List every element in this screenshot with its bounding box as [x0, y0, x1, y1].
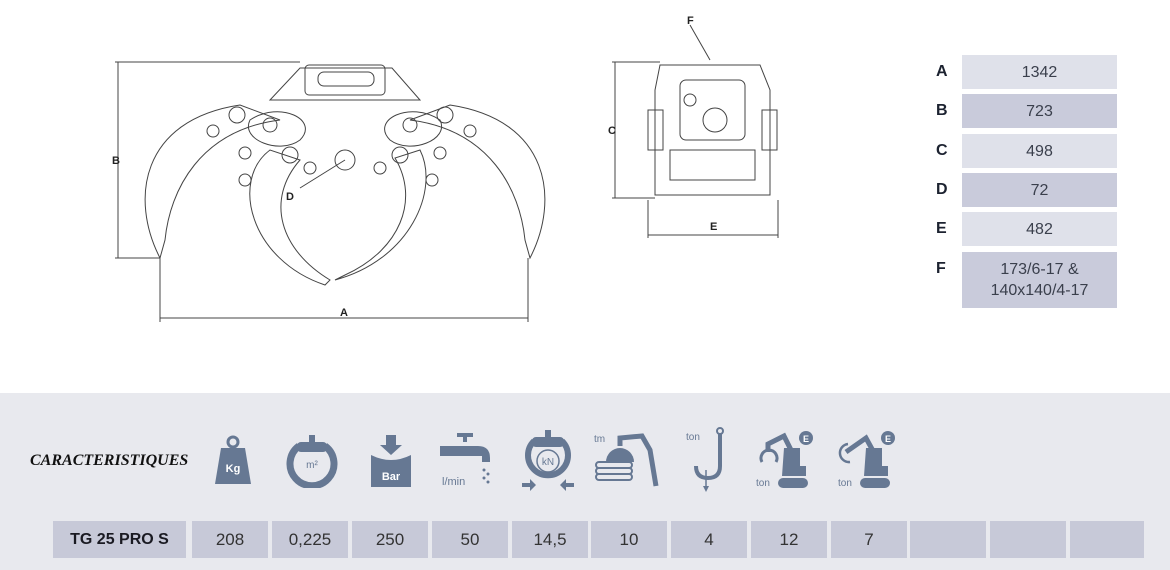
dim-row-e: E 482	[936, 212, 1118, 246]
spec-area: 0,225	[272, 521, 348, 558]
svg-text:ton: ton	[686, 432, 700, 443]
dim-row-d: D 72	[936, 173, 1118, 207]
svg-text:ton: ton	[838, 478, 852, 489]
dim-row-a: A 1342	[936, 55, 1118, 89]
dim-letter-d: D	[286, 191, 294, 203]
dim-value: 498	[962, 134, 1117, 168]
dim-letter-e: E	[710, 221, 717, 233]
spec-crane: 10	[591, 521, 667, 558]
dim-letter-b: B	[112, 155, 120, 167]
crane-icon: tm	[590, 425, 662, 495]
force-icon: kN	[520, 425, 576, 495]
dim-letter-a: A	[340, 307, 348, 319]
spec-hook: 4	[671, 521, 747, 558]
spec-weight: 208	[192, 521, 268, 558]
svg-text:m²: m²	[306, 460, 318, 471]
dim-value: 723	[962, 94, 1117, 128]
grapple-area-icon: m²	[284, 425, 340, 495]
dim-label: E	[936, 220, 947, 237]
spec-excavator-grapple: 12	[751, 521, 827, 558]
weight-icon: Kg	[208, 425, 258, 495]
svg-text:tm: tm	[594, 434, 605, 445]
spec-excavator-rotator: 7	[831, 521, 907, 558]
specs-title: CARACTERISTIQUES	[30, 452, 189, 469]
spec-empty	[1070, 521, 1144, 558]
dim-label: D	[936, 181, 948, 198]
svg-text:E: E	[885, 434, 891, 444]
dim-value: 1342	[962, 55, 1117, 89]
dim-value: 482	[962, 212, 1117, 246]
svg-text:ton: ton	[756, 478, 770, 489]
spec-force: 14,5	[512, 521, 588, 558]
dim-label: F	[936, 260, 946, 277]
svg-text:l/min: l/min	[442, 476, 465, 488]
svg-text:kN: kN	[542, 457, 554, 468]
dim-value: 173/6-17 & 140x140/4-17	[962, 252, 1117, 308]
hook-icon: ton	[686, 425, 730, 495]
side-view-grapple	[612, 24, 779, 238]
dim-row-c: C 498	[936, 134, 1118, 168]
dim-row-f: F 173/6-17 & 140x140/4-17	[936, 252, 1118, 308]
spec-empty	[990, 521, 1066, 558]
pressure-icon: Bar	[368, 425, 414, 495]
dim-label: C	[936, 142, 948, 159]
spec-empty	[910, 521, 986, 558]
svg-text:Kg: Kg	[226, 463, 241, 475]
spec-pressure: 250	[352, 521, 428, 558]
dim-value: 72	[962, 173, 1117, 207]
technical-drawing: A B C D E F	[112, 15, 779, 322]
dim-label: B	[936, 102, 948, 119]
flow-tap-icon: l/min	[440, 425, 500, 495]
svg-text:E: E	[803, 434, 809, 444]
dim-letter-c: C	[608, 125, 616, 137]
model-name: TG 25 PRO S	[53, 521, 186, 558]
front-view-grapple	[115, 61, 546, 322]
dim-letter-f: F	[687, 15, 694, 27]
spec-flow: 50	[432, 521, 508, 558]
dim-label: A	[936, 63, 948, 80]
dim-row-b: B 723	[936, 94, 1118, 128]
svg-text:Bar: Bar	[382, 471, 401, 483]
